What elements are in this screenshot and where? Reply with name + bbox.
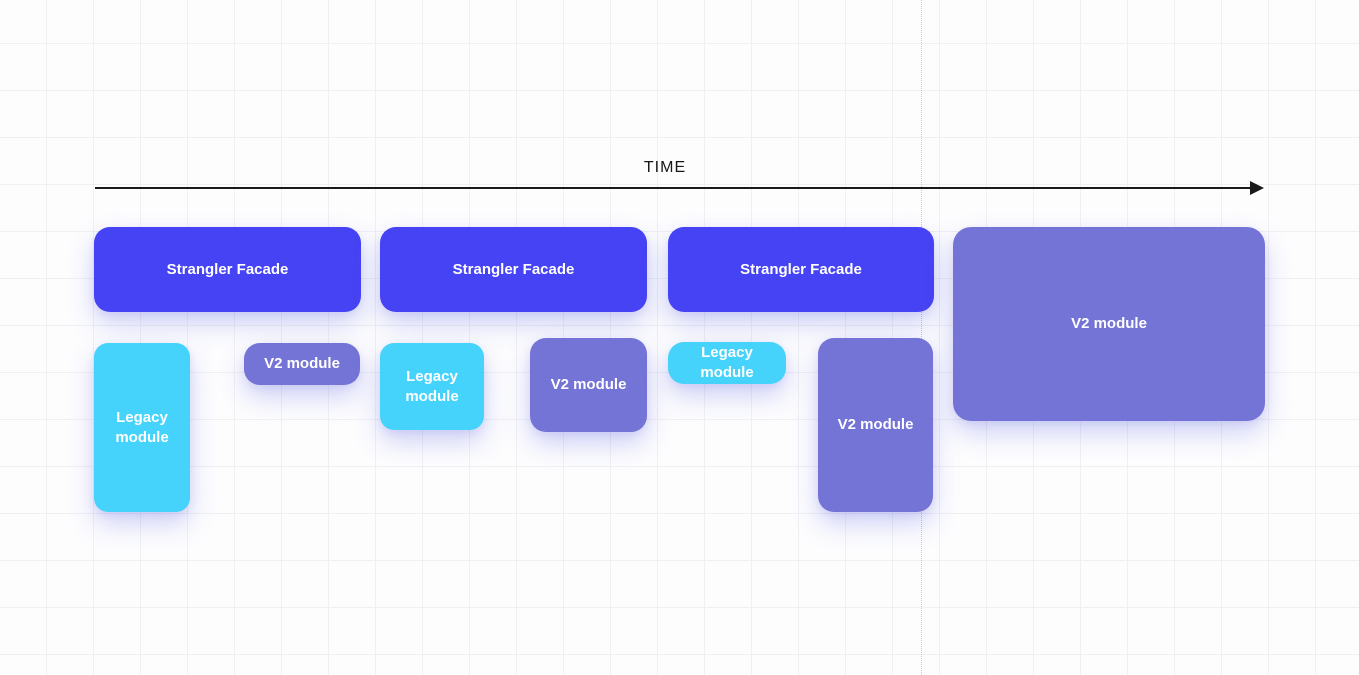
strangler-facade-box-2: Strangler Facade [380, 227, 647, 312]
vertical-dotted-guideline [921, 0, 922, 675]
v2-module-box-large: V2 module [953, 227, 1265, 421]
v2-module-box-3: V2 module [818, 338, 933, 512]
box-label: V2 module [837, 416, 914, 433]
box-label: Legacy module [405, 367, 459, 405]
box-label: Strangler Facade [740, 260, 862, 278]
time-axis-arrowhead-icon [1250, 181, 1264, 195]
box-label: V2 module [1071, 315, 1147, 332]
box-label: V2 module [550, 376, 627, 393]
box-label: Strangler Facade [452, 260, 575, 278]
box-label: Strangler Facade [166, 260, 289, 278]
strangler-facade-box-1: Strangler Facade [94, 227, 361, 312]
legacy-module-box-1: Legacy module [94, 343, 190, 512]
legacy-module-box-3: Legacy module [668, 342, 786, 384]
box-label: V2 module [264, 355, 340, 372]
box-label: Legacy module [115, 408, 169, 446]
v2-module-box-2: V2 module [530, 338, 647, 432]
strangler-facade-box-3: Strangler Facade [668, 227, 934, 312]
legacy-module-box-2: Legacy module [380, 343, 484, 430]
time-axis-line [95, 187, 1250, 189]
time-axis-label: TIME [643, 159, 687, 176]
v2-module-box-1: V2 module [244, 343, 360, 385]
box-label: Legacy module [700, 344, 754, 381]
